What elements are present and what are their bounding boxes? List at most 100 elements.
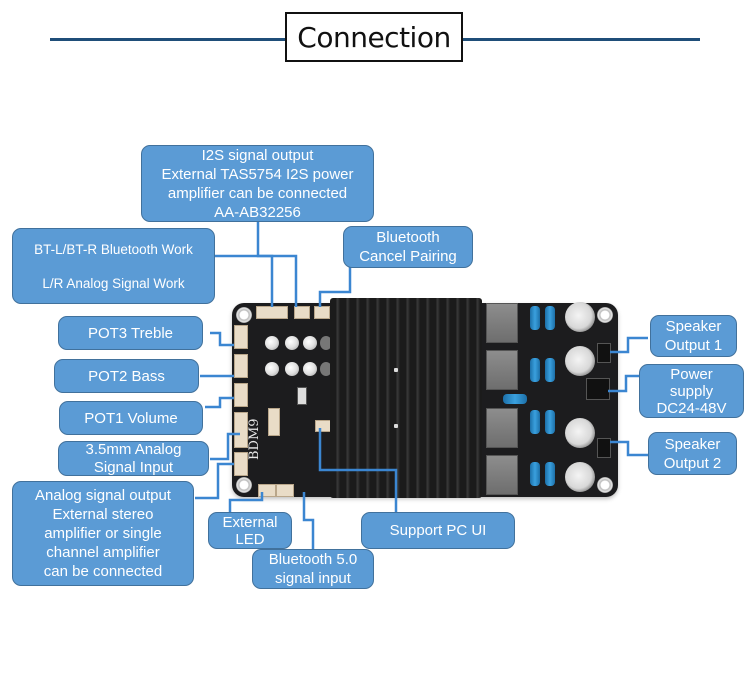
label-line: External stereo xyxy=(52,506,154,523)
label-line: POT3 Treble xyxy=(87,324,174,342)
label-line: amplifier or single xyxy=(44,525,162,542)
label-line: BT-L/BT-R Bluetooth Work xyxy=(34,241,193,257)
output-inductor xyxy=(486,455,518,495)
label-line: DC24-48V xyxy=(656,399,727,417)
label-speaker-output-1: Speaker Output 1 xyxy=(650,315,737,357)
pot1-connector xyxy=(234,383,248,407)
mode-switch xyxy=(297,387,307,405)
capacitor xyxy=(285,336,299,350)
label-line: Output 1 xyxy=(664,337,723,354)
label-line: Speaker xyxy=(665,318,722,335)
inductor-small xyxy=(320,362,332,376)
label-line: I2S signal output xyxy=(201,146,314,164)
label-support-pc-ui: Support PC UI xyxy=(361,512,515,549)
label-pot3-treble: POT3 Treble xyxy=(58,316,203,350)
line-pot3 xyxy=(210,331,234,347)
label-line: signal input xyxy=(275,570,351,587)
label-analog-input: 3.5mm Analog Signal Input xyxy=(58,441,209,476)
label-line: channel amplifier xyxy=(46,544,160,561)
label-analog-output: Analog signal output External stereo amp… xyxy=(12,481,194,586)
film-capacitor xyxy=(545,306,555,330)
line-pot1 xyxy=(205,396,234,409)
line-ext-led xyxy=(228,492,264,513)
label-line: Bluetooth 5.0 xyxy=(268,551,358,568)
label-line: Bluetooth xyxy=(376,229,440,246)
title-rule-right xyxy=(462,38,700,41)
label-power-supply: Power supply DC24-48V xyxy=(639,364,744,418)
electrolytic-capacitor xyxy=(565,462,595,492)
label-bt-mode: BT-L/BT-R Bluetooth Work L/R Analog Sign… xyxy=(12,228,215,304)
label-external-led: External LED xyxy=(208,512,292,549)
bt-cancel-connector xyxy=(314,306,330,319)
side-header xyxy=(268,408,280,436)
bt-mode-connector xyxy=(294,306,310,319)
label-line: L/R Analog Signal Work xyxy=(42,275,185,291)
label-line: Output 2 xyxy=(663,454,722,472)
electrolytic-capacitor xyxy=(565,302,595,332)
label-bt-cancel-pairing: Bluetooth Cancel Pairing xyxy=(343,226,473,268)
label-line: POT2 Bass xyxy=(88,367,165,385)
label-line: External xyxy=(222,513,278,531)
line-power xyxy=(608,374,639,393)
line-analog-out xyxy=(195,462,234,500)
output-inductor xyxy=(486,303,518,343)
film-capacitor xyxy=(503,394,527,404)
label-line: AA-AB32256 xyxy=(214,203,301,221)
label-line: LED xyxy=(235,530,265,548)
capacitor xyxy=(265,336,279,350)
line-speaker2 xyxy=(610,440,648,457)
label-line: External TAS5754 I2S power xyxy=(161,165,354,183)
pot3-connector xyxy=(234,325,248,349)
bt-input-connector xyxy=(276,484,294,497)
label-line: Cancel Pairing xyxy=(359,248,457,265)
film-capacitor xyxy=(530,410,540,434)
line-pc-ui xyxy=(318,428,398,513)
label-bluetooth-input: Bluetooth 5.0 signal input xyxy=(252,549,374,589)
heatsink-screw xyxy=(394,424,398,428)
line-analog-in xyxy=(210,432,240,461)
title-rule-left xyxy=(50,38,286,41)
mount-hole-bottom-right xyxy=(597,477,613,493)
electrolytic-capacitor xyxy=(565,346,595,376)
label-line: Analog signal output xyxy=(35,487,171,504)
line-bt-cancel xyxy=(318,266,352,307)
label-speaker-output-2: Speaker Output 2 xyxy=(648,432,737,475)
label-line: amplifier can be connected xyxy=(167,184,348,202)
analog-out-connector xyxy=(234,452,248,476)
output-inductor xyxy=(486,350,518,390)
label-line: can be connected xyxy=(43,563,163,580)
film-capacitor xyxy=(545,410,555,434)
label-line: Speaker xyxy=(664,435,721,453)
film-capacitor xyxy=(530,306,540,330)
mount-hole-bottom-left xyxy=(236,477,252,493)
film-capacitor xyxy=(530,462,540,486)
speaker2-terminal xyxy=(597,438,611,458)
capacitor xyxy=(303,336,317,350)
line-bt-mode xyxy=(215,254,298,307)
line-speaker1 xyxy=(610,336,648,354)
film-capacitor xyxy=(530,358,540,382)
label-line: Power xyxy=(670,365,713,383)
capacitor xyxy=(303,362,317,376)
label-line: POT1 Volume xyxy=(84,409,178,427)
label-line: supply xyxy=(669,382,714,400)
mount-hole-top-left xyxy=(236,307,252,323)
line-i2s xyxy=(256,221,274,307)
page-title: Connection xyxy=(285,12,463,62)
label-line: Support PC UI xyxy=(389,522,487,539)
mount-hole-top-right xyxy=(597,307,613,323)
inductor-small xyxy=(320,336,332,350)
heatsink-screw xyxy=(394,368,398,372)
output-inductor xyxy=(486,408,518,448)
electrolytic-capacitor xyxy=(565,418,595,448)
label-line: Signal Input xyxy=(93,458,174,476)
label-line: 3.5mm Analog xyxy=(85,440,182,458)
pot2-connector xyxy=(234,354,248,378)
analog-in-connector xyxy=(234,412,248,448)
film-capacitor xyxy=(545,358,555,382)
capacitor xyxy=(285,362,299,376)
line-bt-input xyxy=(302,492,315,552)
film-capacitor xyxy=(545,462,555,486)
label-i2s-output: I2S signal output External TAS5754 I2S p… xyxy=(141,145,374,222)
